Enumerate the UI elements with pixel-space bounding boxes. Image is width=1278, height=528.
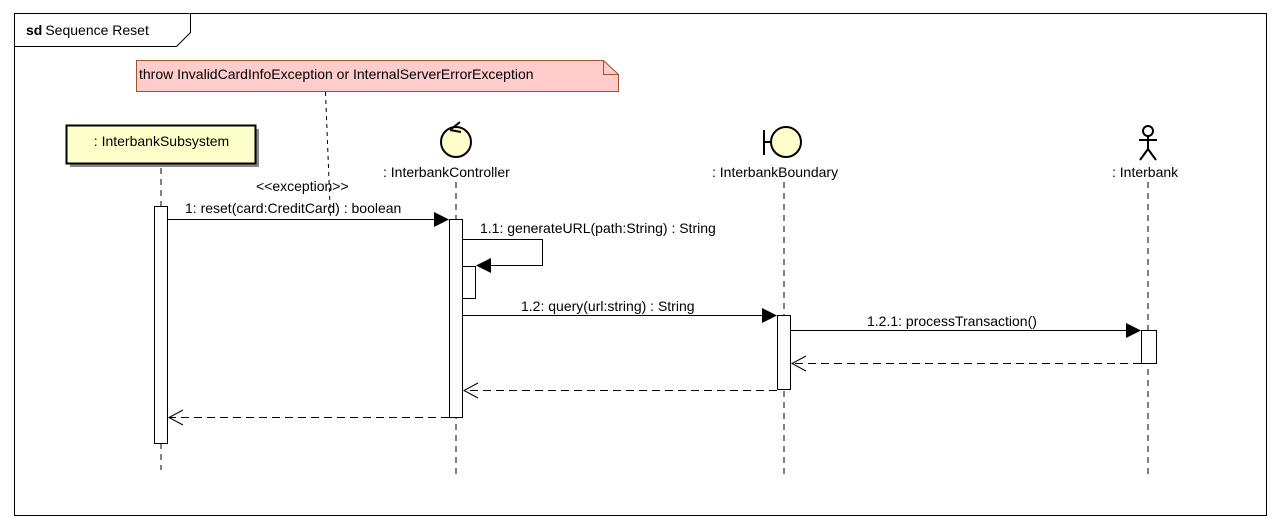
note-fold [603, 60, 619, 75]
lifeline-label-controller: : InterbankController [383, 164, 510, 180]
return-1-2-arrowhead [462, 382, 479, 399]
actor-icon [1139, 125, 1157, 161]
interbank-activation [1141, 330, 1157, 364]
controller-self-activation [462, 266, 476, 299]
controller-activation [449, 219, 463, 418]
boundary-activation [777, 315, 791, 390]
frame-title-tab [14, 13, 191, 47]
message-1-2-arrowhead [762, 308, 777, 323]
lifeline-label-interbank: : Interbank [1112, 164, 1179, 180]
message-1-1-label: 1.1: generateURL(path:String) : String [480, 220, 716, 236]
subsystem-activation [154, 206, 168, 444]
diagram-frame [14, 13, 1267, 516]
note-anchor-line [325, 91, 331, 219]
message-1-1-arrowhead [476, 258, 491, 273]
exception-stereotype: <<exception>> [256, 178, 349, 194]
return-1-arrowhead [167, 409, 184, 426]
control-arrowhead [449, 121, 462, 133]
message-1-label: 1: reset(card:CreditCard) : boolean [185, 200, 402, 216]
message-1-2-1-label: 1.2.1: processTransaction() [867, 313, 1037, 329]
frame-title-text: Sequence Reset [45, 22, 149, 38]
return-1-2-1-arrowhead [790, 355, 807, 372]
subsystem-box [65, 124, 257, 165]
boundary-icon [770, 126, 802, 158]
message-1-2-1-arrowhead [1126, 323, 1141, 338]
lifeline-label-boundary: : InterbankBoundary [712, 164, 839, 180]
frame-keyword: sd [26, 22, 43, 38]
lifeline-label-subsystem: : InterbankSubsystem [93, 133, 230, 149]
message-1-arrowhead [434, 212, 449, 227]
message-1-2-label: 1.2: query(url:string) : String [521, 298, 695, 314]
exception-note [136, 60, 619, 92]
message-1-1-line [463, 239, 543, 266]
control-icon [440, 126, 472, 158]
note-text: throw InvalidCardInfoException or Intern… [139, 66, 534, 82]
